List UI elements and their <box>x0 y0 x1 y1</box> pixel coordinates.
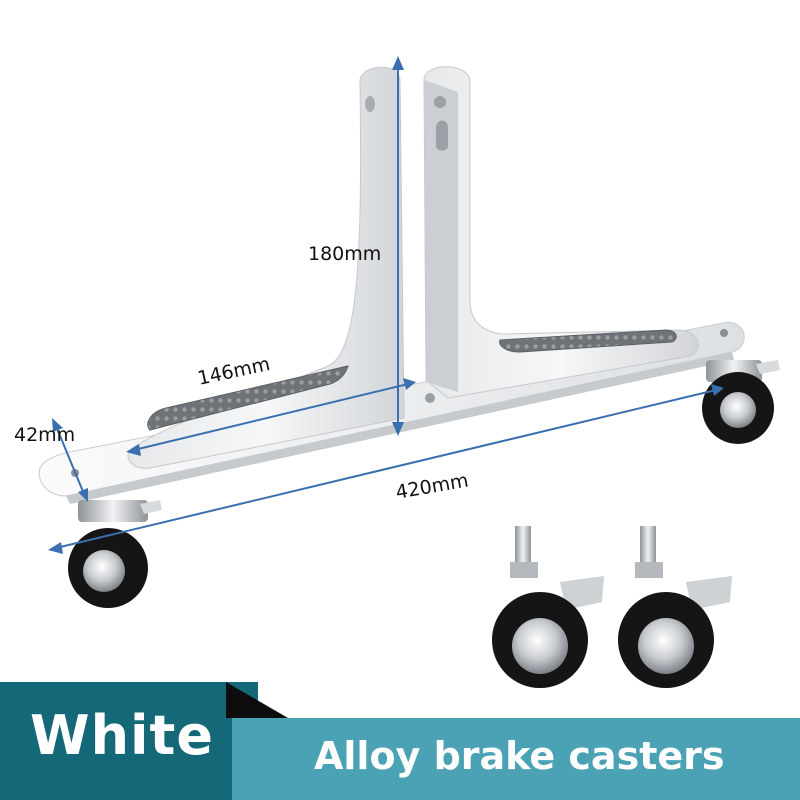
color-badge: White <box>0 682 258 800</box>
color-name-label: White <box>30 704 214 767</box>
caster-wheel-icon <box>492 526 604 688</box>
left-foot <box>127 66 405 469</box>
width-dimension-label: 42mm <box>14 424 76 446</box>
right-foot <box>423 66 699 399</box>
feature-badge: Alloy brake casters <box>232 718 800 800</box>
caster-wheel-icon <box>702 360 780 444</box>
caption-banner: White Alloy brake casters <box>0 682 800 800</box>
caster-wheel-icon <box>618 526 732 688</box>
banner-divider <box>226 682 288 718</box>
dimension-lines <box>48 56 724 554</box>
feature-label: Alloy brake casters <box>314 734 725 778</box>
height-dimension-label: 180mm <box>308 243 382 265</box>
caster-wheel-icon <box>68 500 162 608</box>
